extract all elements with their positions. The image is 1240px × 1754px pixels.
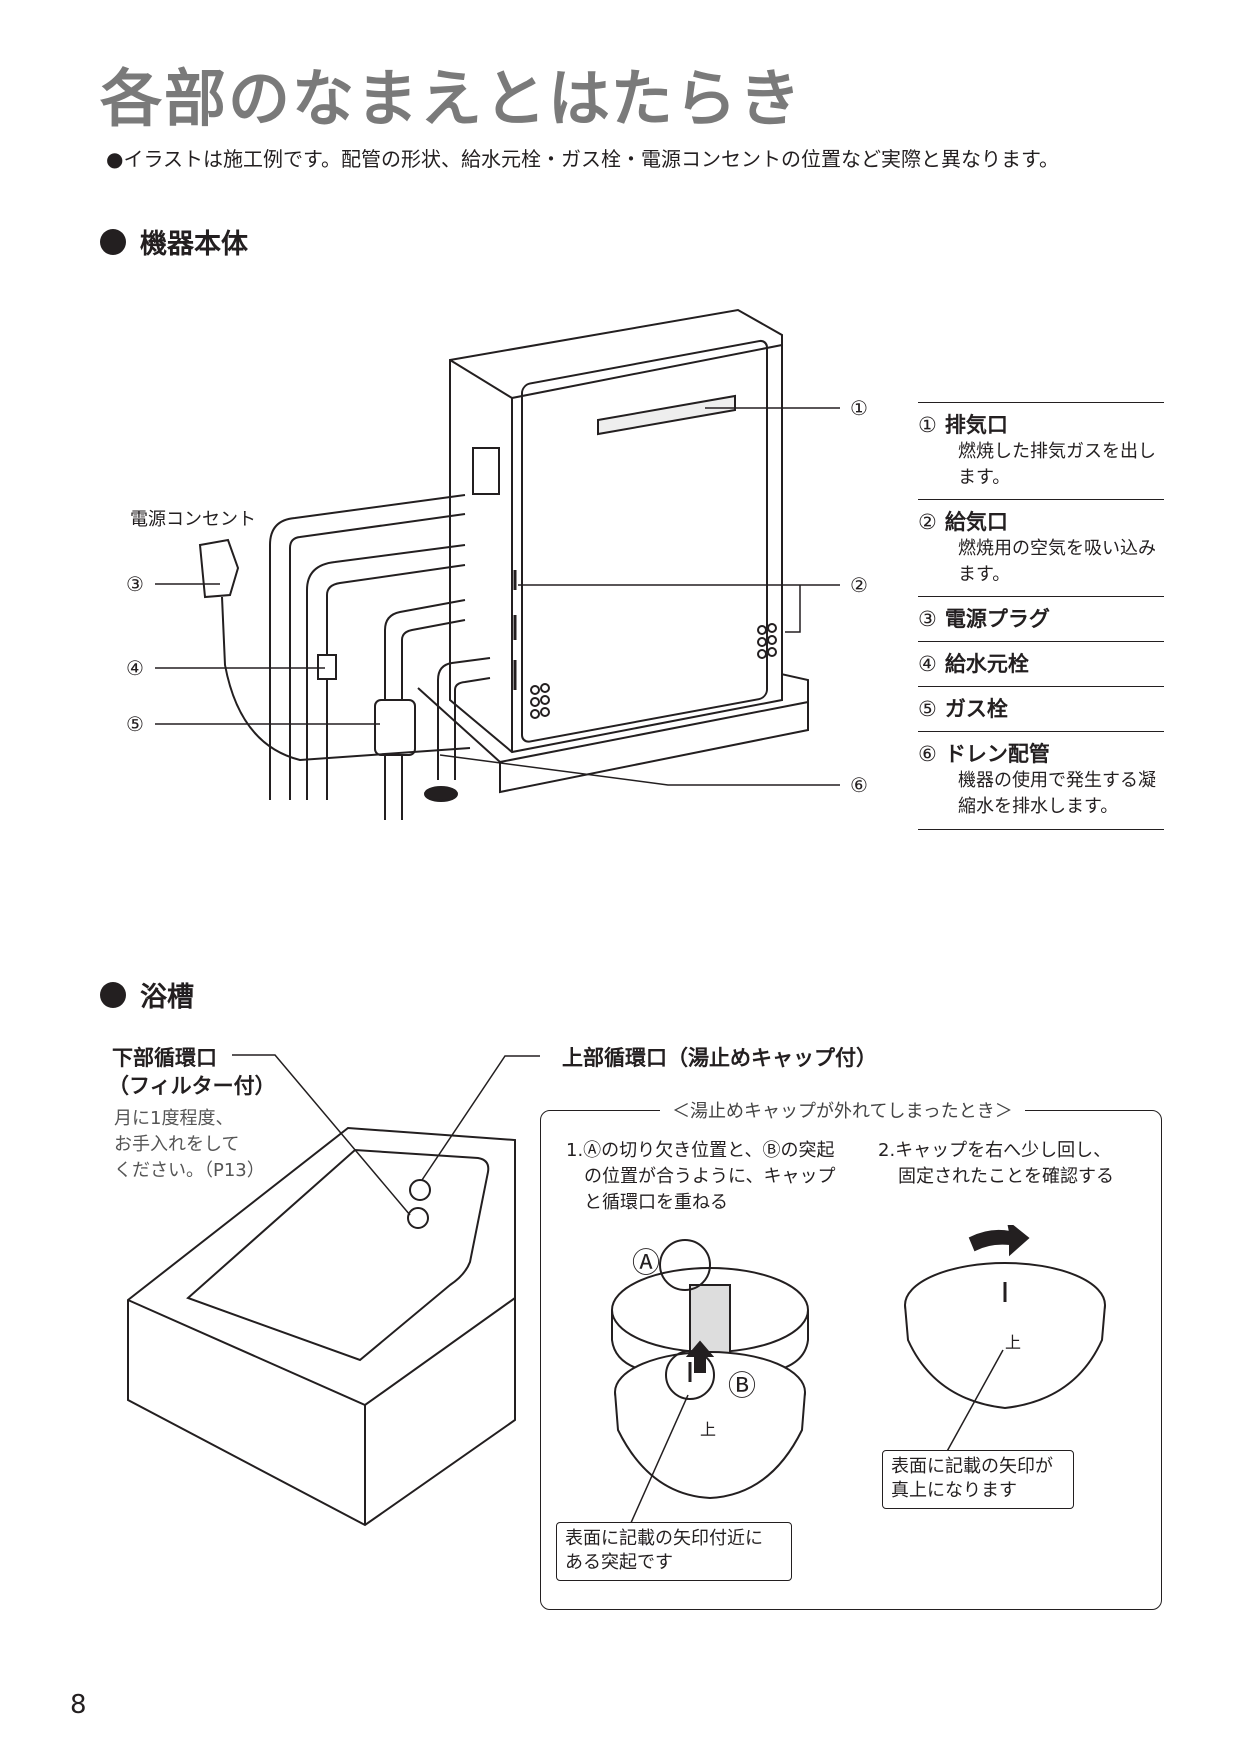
part-name: ドレン配管 bbox=[944, 742, 1050, 767]
lower-port-desc-2: お手入れをして bbox=[114, 1134, 240, 1155]
page-number: 8 bbox=[70, 1690, 87, 1720]
upper-port-title: 上部循環口（湯止めキャップ付） bbox=[562, 1046, 877, 1070]
notch-circle-a bbox=[659, 1239, 711, 1291]
side-terminal-box bbox=[472, 447, 500, 495]
callout-6: ⑥ bbox=[850, 773, 868, 797]
up-arrow-char-2: 上 bbox=[1005, 1333, 1021, 1352]
water-valve-fitting bbox=[317, 654, 337, 680]
lower-port-desc-1: 月に1度程度、 bbox=[114, 1108, 234, 1129]
note-box-2: 表面に記載の矢印が 真上になります bbox=[882, 1450, 1074, 1509]
note-box-1: 表面に記載の矢印付近に ある突起です bbox=[556, 1522, 792, 1581]
callout-numbers: ① ③ ② ④ ⑤ ⑥ bbox=[126, 396, 868, 797]
unit-body bbox=[449, 308, 783, 754]
callout-4: ④ bbox=[126, 656, 144, 680]
lower-port-title-2: （フィルター付） bbox=[108, 1074, 276, 1098]
part-name: 排気口 bbox=[944, 413, 1008, 437]
cap-labels: Ⓐ Ⓑ bbox=[632, 1246, 756, 1402]
unit-top-edge bbox=[449, 359, 513, 399]
part-name: 給水元栓 bbox=[944, 652, 1029, 677]
bullet-dot-icon bbox=[100, 228, 126, 255]
part-desc: 燃焼した排気ガスを出します。 bbox=[958, 441, 1156, 489]
connection-pipes bbox=[269, 494, 491, 820]
cap-box-title: ＜湯止めキャップが外れてしまったとき＞ bbox=[660, 1097, 1025, 1123]
callout-2: ② bbox=[850, 573, 868, 597]
cap-illustrations: Ⓐ Ⓑ 上 上 bbox=[611, 1225, 1106, 1525]
label-b: Ⓑ bbox=[728, 1369, 756, 1402]
rotate-right-arrow-icon bbox=[968, 1225, 1030, 1257]
label-a: Ⓐ bbox=[632, 1246, 660, 1279]
lower-port-desc-3: ください。（P13） bbox=[114, 1160, 265, 1181]
illustration-note: ●イラストは施工例です。配管の形状、給水元栓・ガス栓・電源コンセントの位置など実… bbox=[106, 147, 1060, 171]
part-desc: 機器の使用で発生する凝縮水を排水します。 bbox=[958, 770, 1156, 818]
power-plug-shape bbox=[198, 538, 240, 599]
lower-port-circle bbox=[407, 1207, 429, 1229]
water-heater-illustration: ① ③ ② ④ ⑤ ⑥ bbox=[126, 308, 868, 820]
up-arrow-char-1: 上 bbox=[700, 1420, 716, 1439]
upper-port-circle bbox=[409, 1179, 431, 1201]
bath-leader-lines bbox=[232, 1054, 540, 1216]
page-title: 各部のなまえとはたらき bbox=[100, 62, 803, 135]
part-desc: 燃焼用の空気を吸い込みます。 bbox=[958, 538, 1156, 586]
cap-up-arrows: 上 上 bbox=[700, 1333, 1021, 1439]
part-name: 電源プラグ bbox=[944, 607, 1050, 632]
cap-leader-lines bbox=[629, 1349, 1004, 1525]
leader-lines bbox=[155, 407, 840, 786]
section-heading-text: 浴槽 bbox=[140, 982, 194, 1013]
gas-valve-fitting bbox=[374, 699, 416, 756]
part-name: 給気口 bbox=[944, 510, 1008, 535]
cap-step2-side bbox=[904, 1304, 1106, 1410]
callout-1: ① bbox=[850, 396, 868, 420]
bathtub-illustration bbox=[127, 1054, 540, 1527]
part-name: ガス栓 bbox=[944, 697, 1008, 722]
protrusion-circle-b bbox=[665, 1350, 715, 1400]
callout-3: ③ bbox=[126, 572, 144, 596]
section-heading-bath: 浴槽 bbox=[100, 975, 194, 1014]
unit-base-front bbox=[499, 702, 809, 794]
power-cable bbox=[221, 596, 471, 762]
align-arrow-icon bbox=[685, 1340, 715, 1373]
front-panel bbox=[521, 339, 768, 743]
exhaust-port bbox=[597, 394, 736, 436]
power-outlet-label: 電源コンセント bbox=[130, 509, 256, 530]
step-1-text: 1.Ⓐの切り欠き位置と、Ⓑの突起 の位置が合うように、キャップ と循環口を重ねる bbox=[566, 1140, 836, 1214]
section-heading-text: 機器本体 bbox=[140, 229, 248, 260]
lower-port-title: 下部循環口 bbox=[112, 1046, 217, 1070]
port-inner bbox=[689, 1284, 731, 1356]
bathtub-inner bbox=[186, 1148, 490, 1362]
intake-holes bbox=[530, 623, 777, 719]
section-heading-unit: 機器本体 bbox=[100, 222, 248, 261]
callout-5: ⑤ bbox=[126, 712, 144, 736]
bullet-dot-icon bbox=[100, 981, 126, 1008]
step-2-text: 2.キャップを右へ少し回し、 固定されたことを確認する bbox=[878, 1140, 1114, 1188]
drain-cap bbox=[424, 786, 458, 802]
cap-step1-side bbox=[614, 1391, 806, 1500]
